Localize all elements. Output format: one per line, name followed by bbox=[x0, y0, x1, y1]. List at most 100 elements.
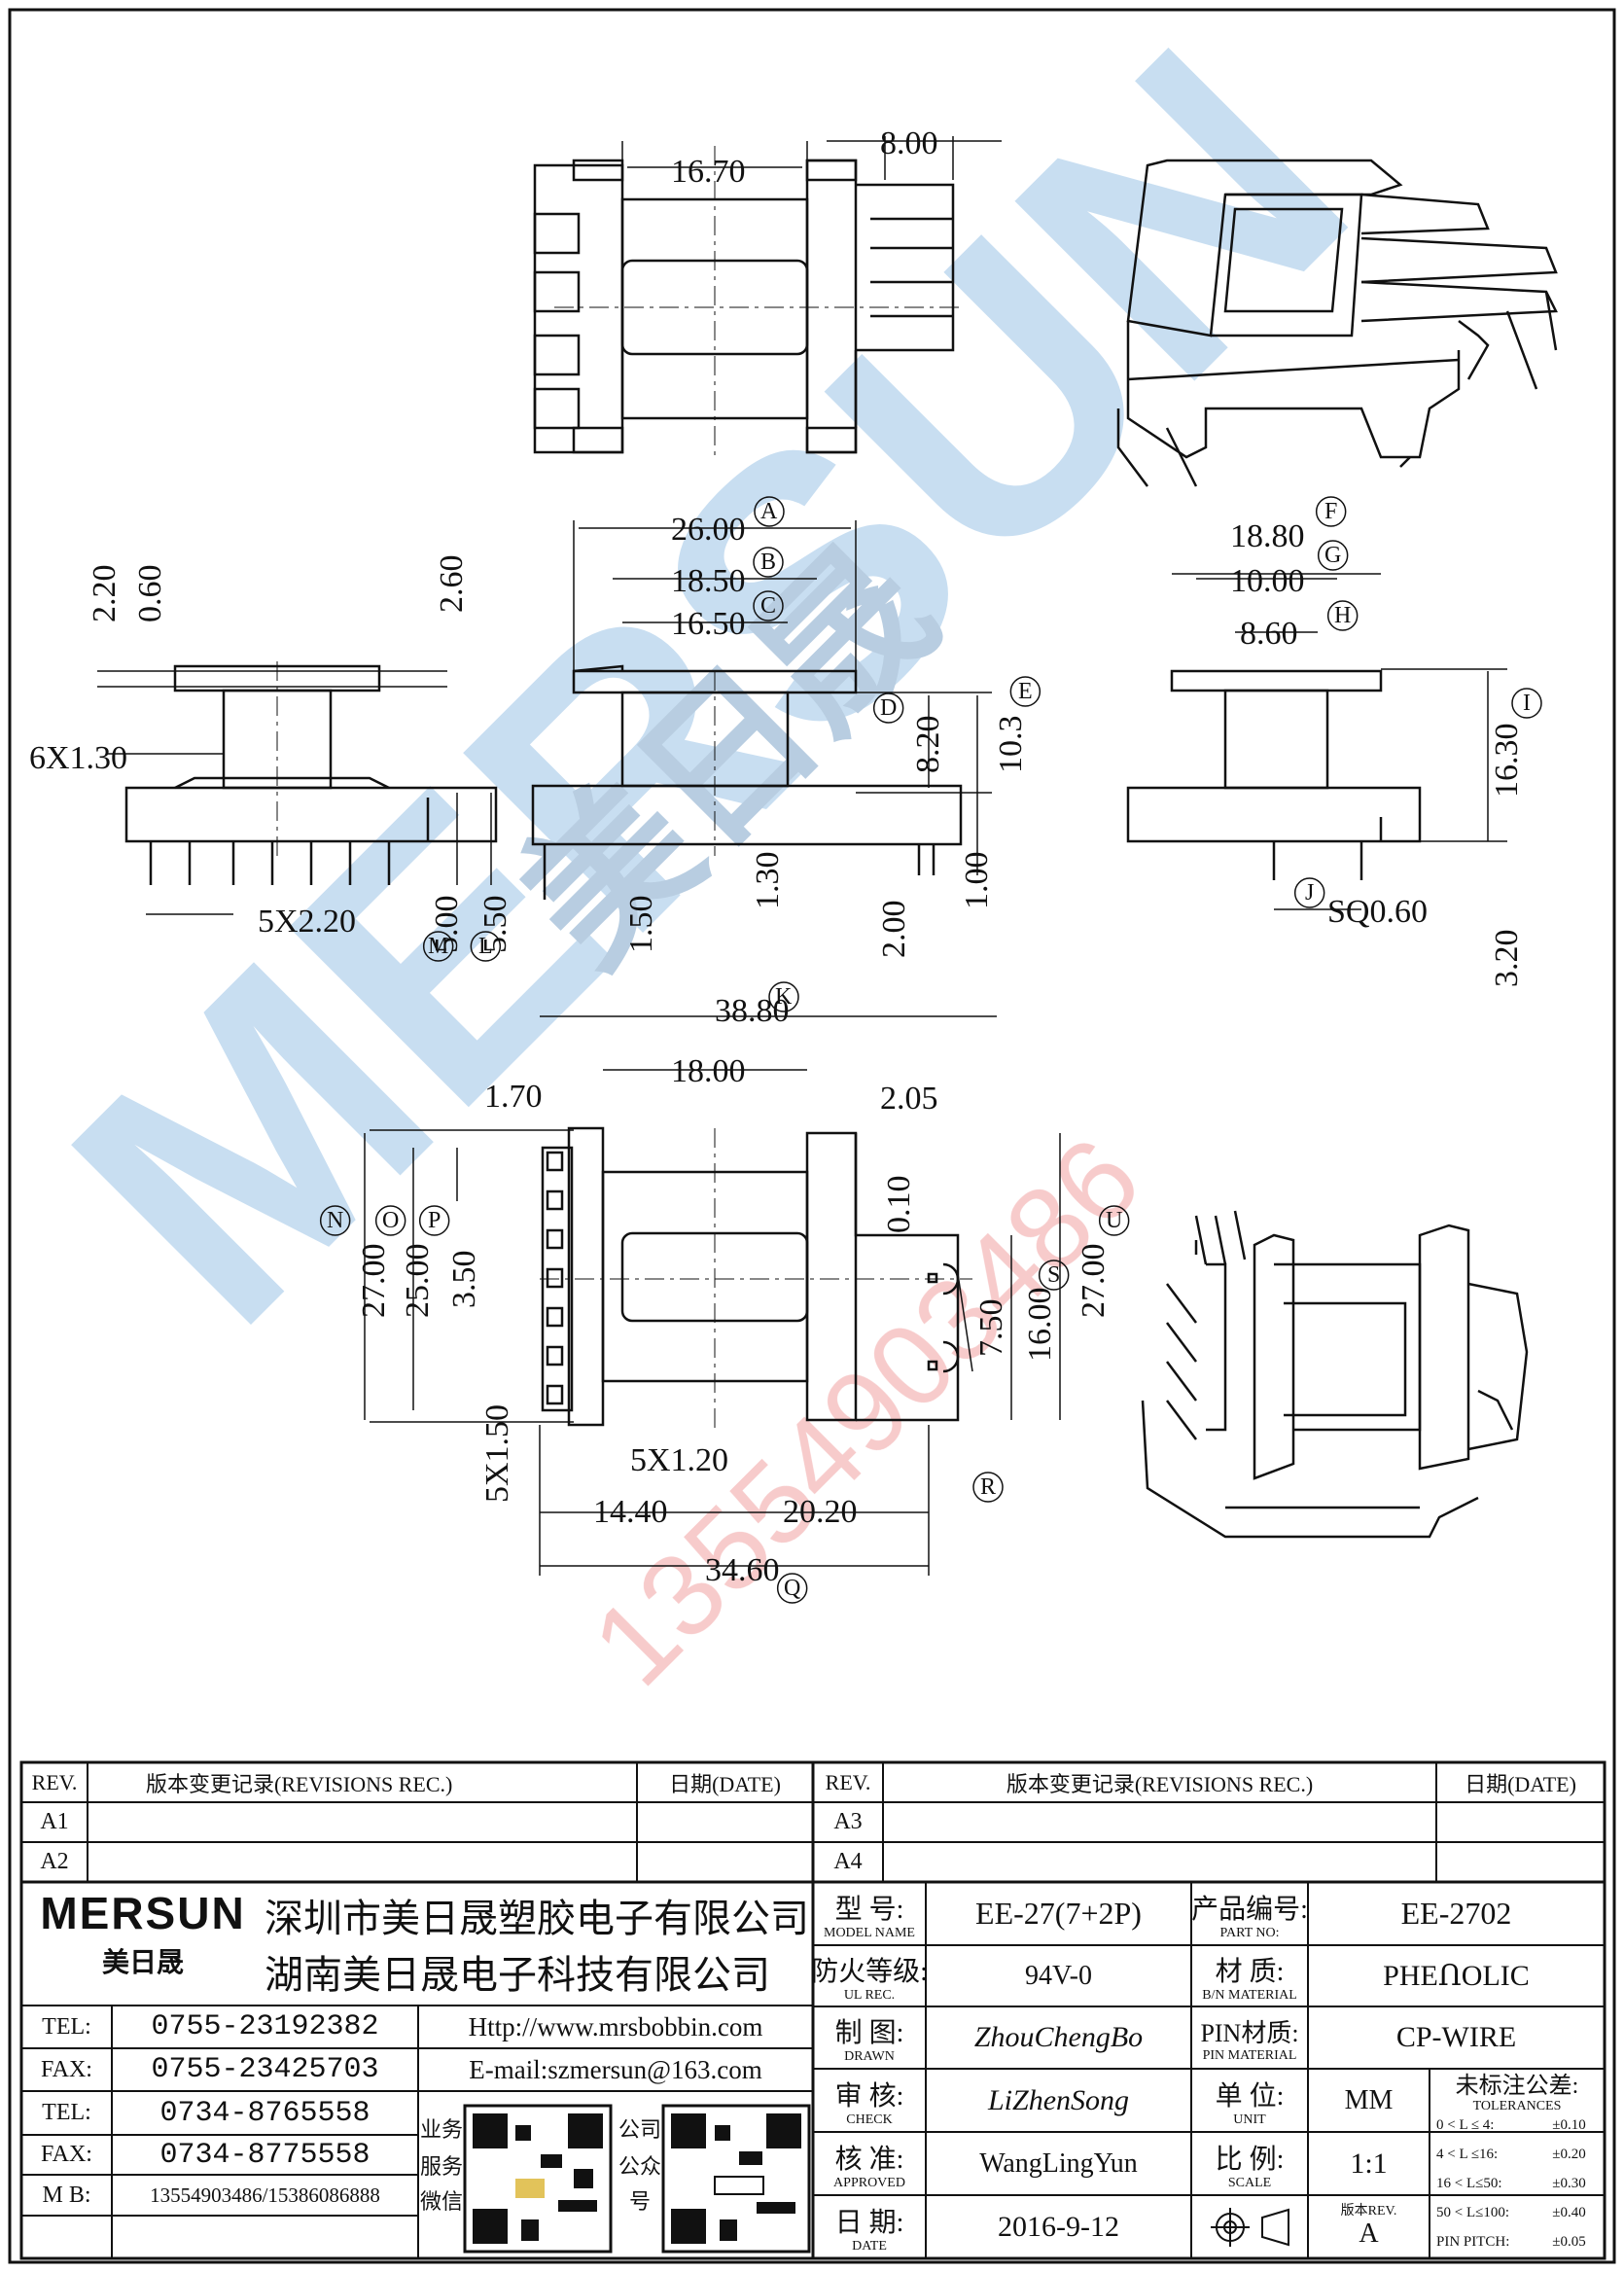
dim-fl-2-20: 2.20 bbox=[87, 565, 123, 623]
contact-value-4: 13554903486/15386086888 bbox=[150, 2183, 380, 2207]
qr2-label-0: 公司 bbox=[618, 2118, 661, 2143]
tolerance-header: 未标注公差:TOLERANCES bbox=[1455, 2073, 1579, 2111]
drawing-frame bbox=[8, 8, 1616, 2264]
bv-core bbox=[601, 1170, 809, 1383]
dim-bv-5x1-50: 5X1.50 bbox=[479, 1404, 515, 1503]
dim-bv-20-20: 20.20 bbox=[783, 1494, 858, 1530]
tol-range-4: PIN PITCH: bbox=[1436, 2233, 1510, 2250]
company-logo: MERSUN bbox=[40, 1888, 246, 1938]
dim-bv-3-50: 3.50 bbox=[446, 1251, 482, 1309]
qr1-label-1: 服务 bbox=[419, 2155, 463, 2180]
tol-value-3: ±0.40 bbox=[1552, 2204, 1586, 2220]
dim-fm-10-3: 10.3 bbox=[993, 716, 1029, 774]
company-logo-cn: 美日晟 bbox=[101, 1946, 184, 1978]
approved-label: 核 准:APPROVED bbox=[833, 2144, 905, 2190]
marker-circle bbox=[776, 1573, 808, 1604]
model-value: EE-27(7+2P) bbox=[975, 1896, 1142, 1931]
tol-range-0: 0 < L ≤ 4: bbox=[1436, 2116, 1495, 2133]
sv-top-flange bbox=[1170, 669, 1383, 692]
dim-bv-14-40: 14.40 bbox=[593, 1494, 668, 1530]
pinmat-value: CP-WIRE bbox=[1395, 2021, 1517, 2053]
contact-label-0: TEL: bbox=[42, 2013, 91, 2040]
bottom-view bbox=[364, 1015, 1061, 1576]
company-name-1: 深圳市美日晟塑胶电子有限公司 bbox=[265, 1897, 809, 1941]
scale-value: 1:1 bbox=[1350, 2147, 1388, 2180]
rev-left-col-rev: REV. bbox=[31, 1769, 78, 1794]
marker-h: H bbox=[1334, 603, 1351, 628]
contact-label-2: TEL: bbox=[42, 2100, 91, 2125]
contact-label-1: FAX: bbox=[41, 2056, 92, 2082]
marker-circle bbox=[1098, 1205, 1130, 1236]
marker-circle bbox=[872, 692, 904, 724]
rev-row-a1: A1 bbox=[40, 1809, 69, 1834]
marker-g: G bbox=[1324, 543, 1341, 568]
qr2-label-1: 公众 bbox=[618, 2155, 661, 2180]
contact-value-2: 0734-8765558 bbox=[159, 2096, 371, 2130]
company-email[interactable]: E-mail:szmersun@163.com bbox=[469, 2054, 762, 2084]
iso-view-top bbox=[1116, 159, 1558, 487]
date-label: 日 期:DATE bbox=[834, 2207, 904, 2254]
date-value: 2016-9-12 bbox=[998, 2210, 1119, 2243]
pinmat-label: PIN材质:PIN MATERIAL bbox=[1200, 2018, 1299, 2063]
tol-value-4: ±0.05 bbox=[1552, 2233, 1586, 2250]
qr1-label-0: 业务 bbox=[419, 2118, 463, 2143]
check-label: 审 核:CHECK bbox=[834, 2080, 904, 2127]
model-label: 型 号:MODEL NAME bbox=[824, 1894, 915, 1940]
marker-m: M bbox=[428, 934, 448, 959]
top-view bbox=[533, 136, 1002, 457]
material-value: PHEՈOLIC bbox=[1383, 1960, 1530, 1992]
marker-l: L bbox=[478, 934, 493, 959]
marker-k: K bbox=[775, 984, 793, 1010]
dim-sv-3-20: 3.20 bbox=[1489, 930, 1525, 988]
marker-circle bbox=[1326, 600, 1359, 631]
rev-row-a2: A2 bbox=[40, 1849, 69, 1874]
scale-label: 比 例:SCALE bbox=[1215, 2144, 1285, 2190]
marker-e: E bbox=[1018, 679, 1033, 704]
rev-left-col-rec: 版本变更记录(REVISIONS REC.) bbox=[146, 1771, 453, 1796]
unit-value: MM bbox=[1344, 2084, 1394, 2115]
material-label: 材 质:B/N MATERIAL bbox=[1202, 1956, 1297, 2003]
marker-circle bbox=[768, 981, 799, 1012]
tol-range-2: 16 < L≤50: bbox=[1436, 2175, 1502, 2191]
marker-u: U bbox=[1106, 1208, 1122, 1233]
dim-fm-1-30: 1.30 bbox=[750, 852, 786, 910]
dim-top-16-70: 16.70 bbox=[671, 154, 746, 190]
tol-range-3: 50 < L≤100: bbox=[1436, 2204, 1510, 2220]
marker-o: O bbox=[382, 1208, 399, 1233]
marker-circle bbox=[418, 1205, 450, 1236]
marker-n: N bbox=[327, 1208, 343, 1233]
partno-value: EE-2702 bbox=[1400, 1896, 1512, 1931]
tol-value-1: ±0.20 bbox=[1552, 2146, 1586, 2162]
marker-circle bbox=[319, 1205, 351, 1236]
ul-value: 94V-0 bbox=[1025, 1960, 1092, 1991]
rev-right-col-rev: REV. bbox=[825, 1769, 871, 1794]
rev-row-a4: A4 bbox=[833, 1849, 863, 1874]
company-website[interactable]: Http://www.mrsbobbin.com bbox=[468, 2011, 763, 2041]
dim-fm-1-50: 1.50 bbox=[623, 896, 659, 954]
dim-fm-26-00: 26.00 bbox=[671, 512, 746, 548]
dim-bv-27-00-left: 27.00 bbox=[356, 1244, 392, 1319]
dim-bv-7-50: 7.50 bbox=[973, 1299, 1009, 1358]
rev-right-col-date: 日期(DATE) bbox=[1465, 1771, 1576, 1796]
marker-circle bbox=[753, 547, 784, 578]
bv-left-flange bbox=[567, 1126, 605, 1427]
marker-circle bbox=[1511, 688, 1542, 719]
marker-a: A bbox=[760, 499, 778, 524]
marker-s: S bbox=[1047, 1262, 1060, 1288]
marker-circle bbox=[1009, 676, 1041, 707]
tol-range-1: 4 < L ≤16: bbox=[1436, 2146, 1499, 2162]
dim-fl-5x2-20: 5X2.20 bbox=[258, 904, 356, 940]
marker-circle bbox=[1038, 1260, 1070, 1291]
approved-value: WangLingYun bbox=[979, 2148, 1138, 2179]
dim-sv-18-80: 18.80 bbox=[1230, 518, 1305, 554]
dim-top-8-00: 8.00 bbox=[880, 125, 938, 161]
dim-fm-1-00: 1.00 bbox=[959, 852, 995, 910]
projection-symbol-icon bbox=[1211, 2208, 1289, 2247]
dim-bv-5x1-20: 5X1.20 bbox=[630, 1442, 728, 1478]
title-block-grid bbox=[19, 1760, 1606, 2260]
dim-sv-10-00: 10.00 bbox=[1230, 563, 1305, 599]
dim-fm-18-50: 18.50 bbox=[671, 563, 746, 599]
sv-base bbox=[1126, 786, 1422, 843]
dim-fm-8-20: 8.20 bbox=[910, 716, 946, 774]
